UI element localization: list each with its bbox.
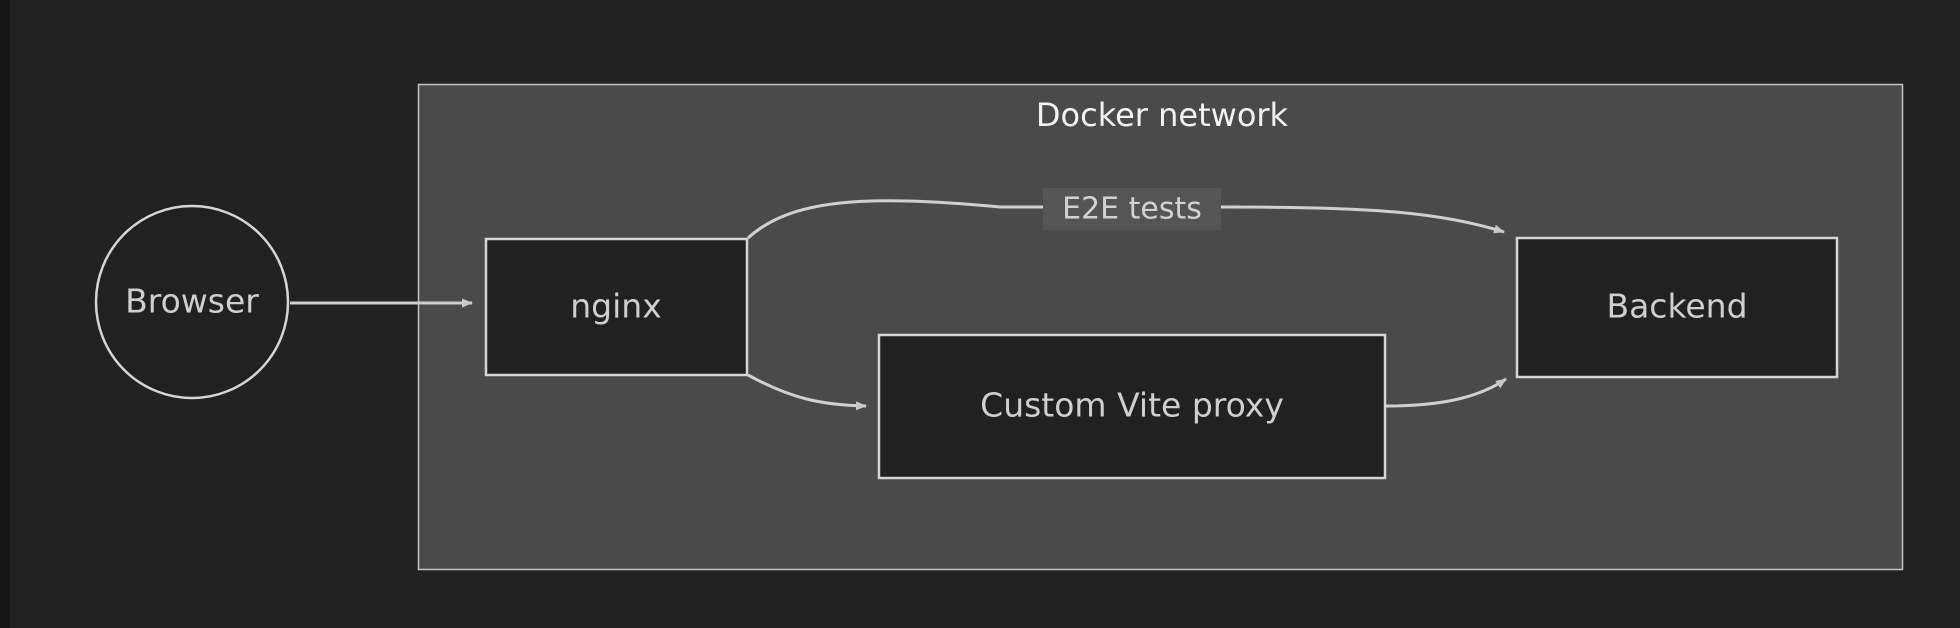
node-vite-proxy-shape — [877, 333, 1387, 480]
docker-network-label: Docker network — [1036, 96, 1289, 134]
node-browser-label: Browser — [125, 282, 259, 321]
node-backend-label: Backend — [1606, 287, 1747, 326]
node-backend-shape — [1515, 236, 1839, 379]
node-browser-shape — [94, 204, 290, 400]
node-backend[interactable]: Backend — [1515, 236, 1839, 379]
edge-nginx-to-vite-proxy — [747, 373, 867, 411]
node-nginx-shape — [484, 237, 749, 377]
edge-vite-proxy-to-backend — [1385, 377, 1507, 408]
node-vite-proxy-label: Custom Vite proxy — [980, 386, 1284, 425]
edge-label-text: E2E tests — [1062, 192, 1202, 227]
node-browser[interactable]: Browser — [94, 204, 290, 400]
edge-label-e2e-tests: E2E tests — [1043, 188, 1221, 230]
node-vite-proxy[interactable]: Custom Vite proxy — [877, 333, 1387, 480]
node-nginx-label: nginx — [570, 287, 661, 326]
node-nginx[interactable]: nginx — [484, 237, 749, 377]
left-gutter-strip — [0, 0, 10, 628]
edge-label-background — [1043, 188, 1221, 230]
